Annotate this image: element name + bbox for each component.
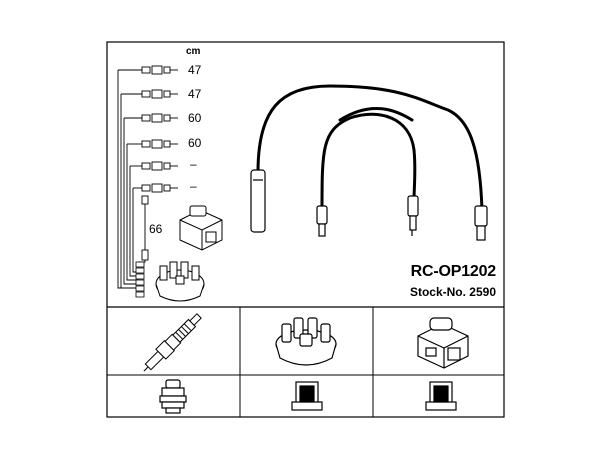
lead-length-5: – <box>190 157 197 171</box>
stock-number: Stock-No. 2590 <box>409 285 496 299</box>
lead-length-4: 60 <box>188 136 202 150</box>
spark-plug-icon <box>143 313 202 372</box>
lead-length-1: 47 <box>188 63 202 77</box>
outer-frame <box>106 41 505 418</box>
terminal-stack <box>135 261 145 298</box>
plug-boot-icon <box>159 379 187 414</box>
lead-length-6: – <box>190 179 197 193</box>
distributor-cap-icon <box>275 317 337 366</box>
ignition-coil-icon <box>417 317 469 369</box>
schematic-cap-icon <box>155 261 205 302</box>
coil-terminal-icon <box>425 381 457 411</box>
ignition-leads-drawing <box>256 84 484 212</box>
lead-length-2: 47 <box>188 87 202 101</box>
schematic-coil-icon <box>179 205 223 251</box>
coil-lead-length: 66 <box>149 222 163 236</box>
lead-harness-schematic <box>117 69 146 289</box>
unit-label: cm <box>186 46 201 57</box>
lead-connectors <box>141 65 178 261</box>
lead-length-3: 60 <box>188 111 202 125</box>
lead-boots <box>250 169 488 241</box>
cap-terminal-icon <box>291 381 323 411</box>
part-number: RC-OP1202 <box>410 263 497 280</box>
